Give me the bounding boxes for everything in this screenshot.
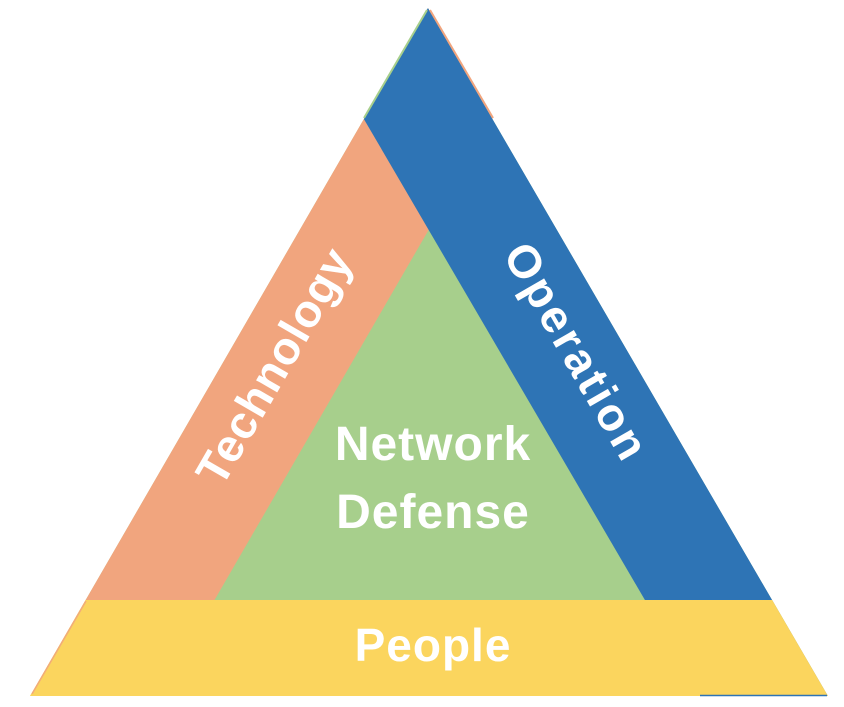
apex-right-orange-sliver (429, 9, 494, 119)
network-defense-label: Network Defense (335, 411, 531, 547)
bottom-left-orange-sliver (31, 600, 87, 695)
operation-band (299, 8, 828, 696)
people-label: People (354, 619, 512, 671)
network-defense-label-line1: Network (334, 418, 532, 471)
apex-left-green-sliver (363, 9, 428, 119)
people-band (30, 600, 828, 696)
network-defense-label-line2: Defense (336, 486, 530, 539)
